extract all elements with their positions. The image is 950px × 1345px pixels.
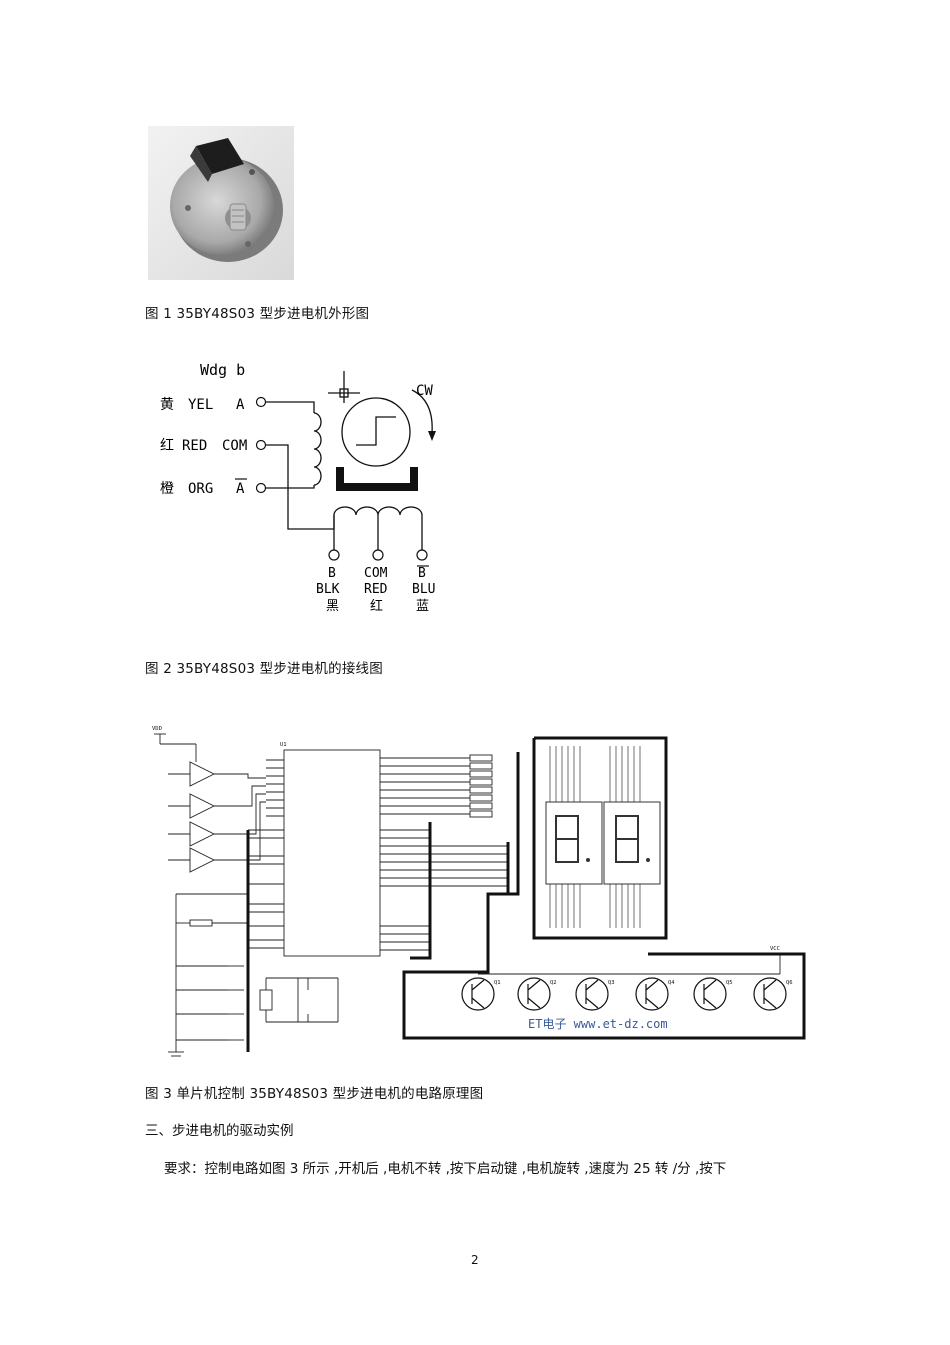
- transistor-q1-label: Q1: [494, 980, 501, 986]
- page-number: 2: [471, 1253, 479, 1267]
- watermark: ET电子 www.et-dz.com: [528, 1017, 668, 1031]
- wire-yel-cn: 黄: [160, 396, 174, 413]
- direction-label: CW: [416, 383, 433, 399]
- wire-red-en: RED: [182, 438, 207, 454]
- wire-org-pin: A: [236, 481, 245, 497]
- transistor-q4: [635, 977, 669, 1011]
- figure-2-caption: 图 2 35BY48S03 型步进电机的接线图: [145, 661, 383, 677]
- transistor-q4-label: Q4: [668, 980, 675, 986]
- wire-com-pin: COM: [364, 566, 388, 581]
- section-heading: 三、步进电机的驱动实例: [145, 1123, 294, 1139]
- wiring-title: Wdg b: [200, 361, 245, 379]
- wire-org-en: ORG: [188, 481, 213, 497]
- transistor-q3: [575, 977, 609, 1011]
- wire-red2-cn: 红: [370, 598, 383, 614]
- chip-label: U1: [280, 742, 287, 748]
- transistor-q6: [753, 977, 787, 1011]
- wire-yel-pin: A: [236, 397, 245, 413]
- transistor-q2: [517, 977, 551, 1011]
- vcc-label: VCC: [770, 946, 780, 952]
- wire-yel-en: YEL: [188, 397, 213, 413]
- wire-blu-en: BLU: [412, 582, 435, 597]
- wire-org-cn: 橙: [160, 481, 174, 497]
- wiring-diagram: Wdg b 黄 YEL A 红 RED COM 橙 ORG A: [150, 355, 460, 617]
- transistor-q3-label: Q3: [608, 980, 615, 986]
- transistor-q6-label: Q6: [786, 980, 793, 986]
- wire-red2-en: RED: [364, 582, 388, 597]
- transistor-q5-label: Q5: [726, 980, 733, 986]
- figure-1-caption: 图 1 35BY48S03 型步进电机外形图: [145, 306, 370, 322]
- vdd-label: VDD: [152, 726, 162, 732]
- body-paragraph: 要求：控制电路如图 3 所示 ,开机后 ,电机不转 ,按下启动键 ,电机旋转 ,…: [164, 1161, 727, 1177]
- wire-blu-cn: 蓝: [416, 599, 429, 614]
- circuit-schematic: Q1 Q2 Q3 Q4 Q5 Q6 U1 VDD VCC ET电子 www.et…: [148, 722, 808, 1064]
- figure-3-caption: 图 3 单片机控制 35BY48S03 型步进电机的电路原理图: [145, 1086, 484, 1102]
- wire-bbar-pin: B: [418, 566, 426, 581]
- transistor-q2-label: Q2: [550, 980, 557, 986]
- transistor-q1: [461, 977, 495, 1011]
- wire-red-cn: 红: [160, 438, 174, 454]
- transistor-q5: [693, 977, 727, 1011]
- wire-b-pin: B: [328, 566, 336, 581]
- motor-photo: [148, 126, 294, 280]
- wire-red-pin: COM: [222, 438, 247, 454]
- wire-blk-cn: 黑: [326, 599, 339, 614]
- wire-blk-en: BLK: [316, 582, 340, 597]
